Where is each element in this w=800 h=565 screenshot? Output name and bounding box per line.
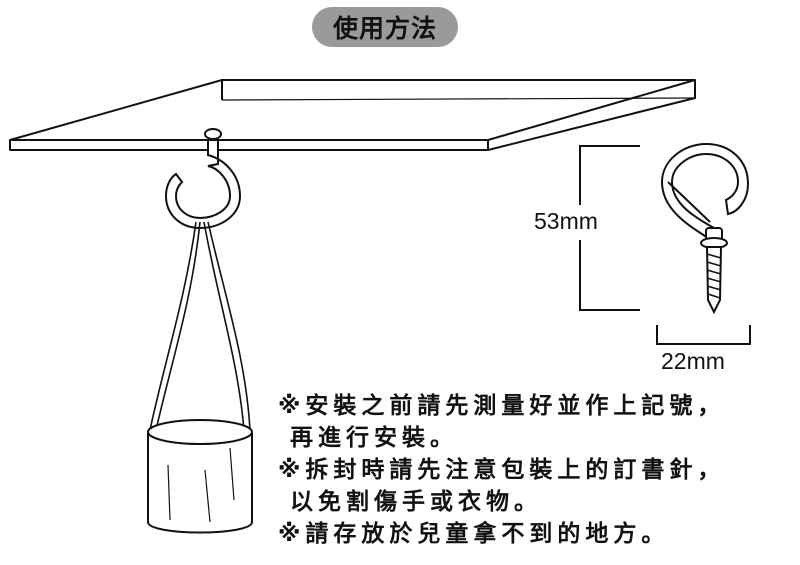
note-3-line-1: ※請存放於兒童拿不到的地方。 (278, 518, 725, 550)
note-text: 以免割傷手或衣物。 (290, 489, 542, 515)
hanging-strings (149, 221, 251, 431)
note-text: 安裝之前請先測量好並作上記號， (305, 393, 726, 419)
note-mark: ※ (278, 457, 306, 483)
note-text: 再進行安裝。 (290, 425, 458, 451)
height-label: 53mm (534, 208, 598, 234)
note-1-line-1: ※安裝之前請先測量好並作上記號， (278, 390, 725, 422)
note-text: 請存放於兒童拿不到的地方。 (305, 521, 670, 547)
note-text: 拆封時請先注意包裝上的訂書針， (305, 457, 726, 483)
note-2-line-1: ※拆封時請先注意包裝上的訂書針， (278, 454, 725, 486)
ceiling-board (9, 79, 696, 151)
title-badge: 使用方法 (312, 7, 458, 47)
width-label: 22mm (661, 348, 725, 374)
hanging-pot (147, 419, 253, 534)
note-mark: ※ (278, 393, 306, 419)
ceiling-hook (164, 128, 242, 230)
note-1-line-2: 再進行安裝。 (278, 422, 725, 454)
screw-hook-detail (660, 142, 750, 315)
page-title: 使用方法 (332, 14, 437, 43)
usage-notes: ※安裝之前請先測量好並作上記號， 再進行安裝。 ※拆封時請先注意包裝上的訂書針，… (278, 390, 725, 550)
height-dimension-bracket (579, 145, 640, 311)
note-2-line-2: 以免割傷手或衣物。 (278, 486, 725, 518)
note-mark: ※ (278, 521, 306, 547)
width-dimension-bracket (656, 325, 751, 345)
